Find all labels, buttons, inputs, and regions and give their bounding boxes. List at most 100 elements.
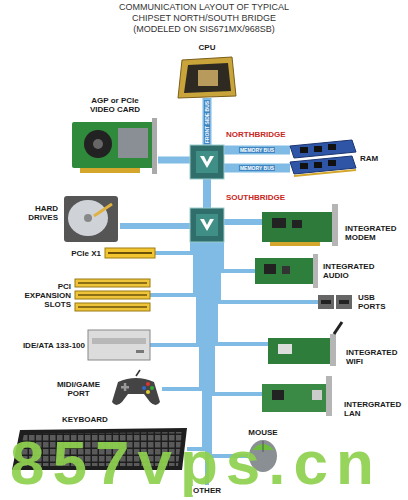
northbridge-picture — [200, 156, 214, 168]
video-card-picture — [93, 139, 103, 149]
modem-card-picture — [332, 204, 338, 246]
gamepad-picture — [146, 390, 150, 394]
southbridge-picture — [196, 214, 218, 236]
lan-card-picture — [326, 376, 332, 416]
cpu-chip: CPU — [178, 56, 236, 98]
video-card-picture — [72, 118, 157, 174]
component-label: INTEGRATED WIFI — [346, 348, 406, 366]
component-label: PCIe X1 — [47, 249, 101, 258]
audio-card-picture — [255, 254, 318, 288]
southbridge-picture — [190, 208, 224, 242]
pci-slot-picture — [78, 282, 147, 284]
wifi-card-picture — [268, 322, 342, 366]
pci-slot-picture — [75, 291, 150, 299]
lan-card-picture — [262, 376, 332, 416]
northbridge-picture — [190, 145, 224, 179]
component-label: PCI EXPANSION SLOTS — [11, 282, 71, 309]
gamepad-picture — [146, 382, 150, 386]
bus-label: MEMORY BUS — [239, 165, 275, 171]
optical-drive: IDE/ATA 133-100 — [88, 326, 150, 364]
component-label: NORTHBRIDGE — [226, 130, 300, 139]
wifi-card-picture — [278, 344, 292, 354]
wifi-card-picture — [330, 334, 336, 366]
pcie-slot-picture — [105, 248, 155, 258]
cpu-picture — [184, 63, 231, 93]
gamepad-picture — [112, 378, 160, 405]
northbridge-chip: NORTHBRIDGE — [190, 145, 224, 179]
modem-card-picture — [262, 212, 332, 242]
audio-card-picture — [264, 264, 276, 274]
usb-port-picture — [318, 295, 352, 309]
ram-picture — [290, 140, 356, 176]
hard-drive-picture — [64, 196, 118, 242]
pci-slot-picture — [75, 279, 150, 287]
component-label: CPU — [178, 43, 236, 52]
video-card-picture — [80, 168, 140, 173]
pci-slot-picture — [78, 306, 147, 308]
hard-drive-picture — [68, 200, 108, 236]
component-label: OTHER — [192, 486, 222, 495]
component-label: INTERGRATED LAN — [344, 400, 406, 418]
video-card-picture — [152, 118, 157, 174]
gamepad-picture — [124, 383, 127, 391]
modem-card-picture — [292, 220, 302, 228]
optical-drive-picture — [88, 330, 150, 360]
hard-drive-picture — [94, 204, 112, 216]
pcie-slot-picture — [108, 252, 152, 254]
bus-line — [162, 242, 201, 389]
pcie-slot: PCIe X1 — [105, 248, 155, 258]
pci-slot-picture — [75, 303, 150, 311]
bus-line — [187, 242, 204, 449]
optical-drive-picture — [136, 350, 144, 353]
bus-line — [150, 242, 195, 295]
cpu-picture — [178, 57, 236, 98]
bus-line — [222, 242, 255, 271]
component-label: RAM — [360, 154, 390, 163]
hard-drive-picture — [64, 196, 118, 242]
bus-line — [120, 223, 190, 229]
usb-port-picture — [336, 295, 352, 309]
modem-card-picture — [262, 204, 338, 246]
pci-slot-picture — [78, 294, 147, 296]
bus-line — [224, 164, 290, 173]
bus-label: FRONT SIDE BUS — [204, 99, 210, 143]
lan-card-picture — [262, 384, 326, 412]
ram-picture — [328, 144, 336, 150]
ram-picture — [300, 147, 308, 153]
component-label: INTEGRATED MODEM — [345, 224, 405, 242]
southbridge-picture — [200, 219, 214, 231]
lan-card-picture — [312, 390, 322, 400]
component-label: MIDI/GAME PORT — [50, 380, 107, 398]
modem-card: INTEGRATED MODEM — [262, 204, 342, 246]
ram-picture — [314, 146, 322, 152]
lan-card-picture — [272, 390, 284, 400]
hard-drive-picture — [84, 214, 92, 222]
audio-card-picture — [255, 258, 313, 284]
ram-picture — [294, 170, 356, 176]
component-label: IDE/ATA 133-100 — [2, 341, 85, 350]
component-label: AGP or PCIe VIDEO CARD — [80, 96, 150, 114]
video-card-picture — [72, 122, 154, 168]
diagram-title: COMMUNICATION LAYOUT OF TYPICAL CHIPSET … — [109, 2, 299, 35]
bus-line — [203, 179, 211, 208]
ram-module: RAM — [290, 140, 356, 178]
modem-card-picture — [272, 218, 286, 228]
ram-picture — [328, 160, 336, 166]
bus-line — [224, 146, 290, 155]
component-label: HARD DRIVES — [12, 204, 58, 222]
northbridge-picture — [190, 145, 224, 179]
other-terminal: OTHER — [190, 485, 224, 496]
northbridge-picture — [196, 151, 218, 173]
bus-line — [203, 98, 212, 145]
wifi-card-picture — [334, 322, 342, 334]
usb-port-picture — [339, 300, 349, 304]
bus-line — [219, 242, 318, 302]
usb-port-picture — [321, 300, 331, 304]
bus-line — [216, 242, 268, 344]
audio-card-picture — [282, 266, 290, 274]
usb-port-picture — [318, 295, 334, 309]
pci-slot: PCI EXPANSION SLOTS — [75, 278, 150, 312]
usb-port: USB PORTS — [318, 293, 354, 311]
